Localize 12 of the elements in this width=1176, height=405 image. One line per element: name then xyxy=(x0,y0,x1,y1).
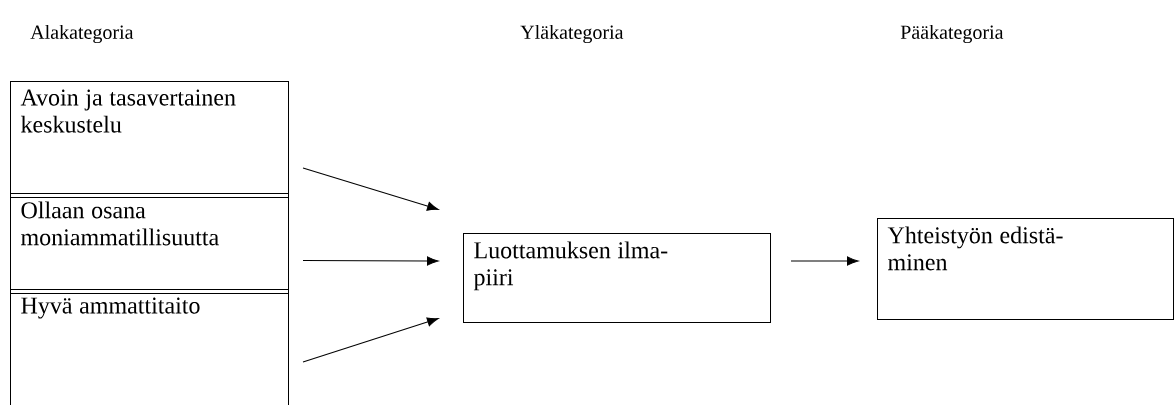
arrow xyxy=(302,167,439,211)
column-heading: Yläkategoria xyxy=(520,24,624,44)
category-box: Hyvä ammattitaito xyxy=(10,289,289,405)
arrow xyxy=(790,256,859,266)
column-heading: Alakategoria xyxy=(30,24,134,44)
column-heading: Pääkategoria xyxy=(900,24,1004,44)
category-box: Avoin ja tasavertainen keskustelu xyxy=(10,81,289,198)
category-box: Yhteistyön edistä- minen xyxy=(877,218,1174,320)
arrow xyxy=(302,256,439,266)
category-box: Ollaan osana moniammatillisuutta xyxy=(10,193,289,294)
arrow xyxy=(302,317,439,363)
category-box: Luottamuksen ilma- piiri xyxy=(463,233,771,323)
